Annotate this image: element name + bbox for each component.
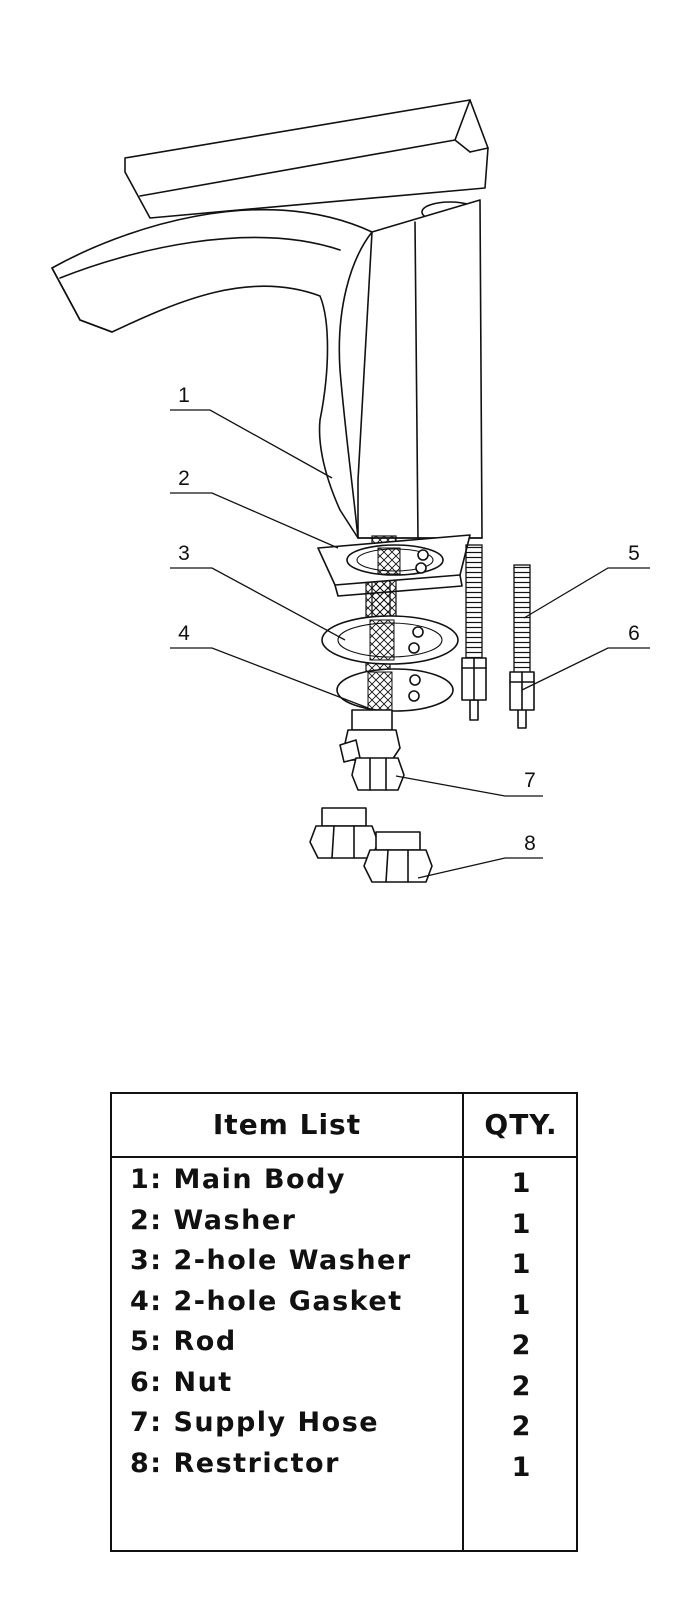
two-hole-gasket-part [336,668,454,712]
callout-label-3: 3 [178,542,190,565]
item-qty: 1 [511,1451,531,1483]
table-row: 3: 2-hole Washer 1 [112,1241,576,1282]
callout-label-4: 4 [178,622,190,645]
item-name: 6: Nut [130,1366,233,1398]
supply-hose-fitting-part [339,709,405,791]
item-name: 7: Supply Hose [130,1407,380,1438]
table-header-divider [112,1156,576,1158]
callout-label-6: 6 [628,622,640,645]
item-list-table: Item List QTY. 1: Main Body 1 2: Washer … [110,1092,578,1552]
table-rows: 1: Main Body 1 2: Washer 1 3: 2-hole Was… [112,1160,576,1484]
restrictor-part [309,807,433,883]
item-name: 5: Rod [130,1326,237,1357]
callout-label-8: 8 [524,832,536,855]
item-name: 1: Main Body [130,1164,347,1195]
faucet-exploded-diagram: 1 2 3 4 5 6 7 8 [51,99,650,883]
item-name: 2: Washer [130,1204,297,1236]
nut-part [461,657,535,711]
callout-label-7: 7 [524,769,536,792]
item-qty: 2 [511,1330,531,1361]
item-qty: 2 [511,1370,531,1402]
callout-label-1: 1 [178,384,190,407]
table-row: 5: Rod 2 [112,1322,576,1363]
main-body-part [51,99,489,541]
washer-part [317,534,471,597]
table-row: 4: 2-hole Gasket 1 [112,1282,576,1323]
item-name: 8: Restrictor [130,1447,340,1479]
table-row: 1: Main Body 1 [112,1160,576,1201]
item-qty: 1 [511,1289,531,1321]
two-hole-washer-part [321,615,459,665]
table-row: 8: Restrictor 1 [112,1444,576,1485]
item-name: 3: 2-hole Washer [130,1245,412,1276]
table-row: 2: Washer 1 [112,1201,576,1242]
callout-leaders [170,409,650,879]
item-qty: 2 [511,1411,531,1442]
table-row: 7: Supply Hose 2 [112,1403,576,1444]
callout-label-2: 2 [178,467,190,490]
item-qty: 1 [511,1249,531,1280]
item-qty: 1 [511,1208,531,1240]
table-column-divider [462,1094,464,1550]
item-list-header: Item List [212,1108,362,1141]
callout-label-5: 5 [628,542,640,565]
table-row: 6: Nut 2 [112,1363,576,1404]
item-qty: 1 [511,1168,531,1199]
qty-header: QTY. [484,1108,558,1141]
item-name: 4: 2-hole Gasket [130,1285,403,1317]
